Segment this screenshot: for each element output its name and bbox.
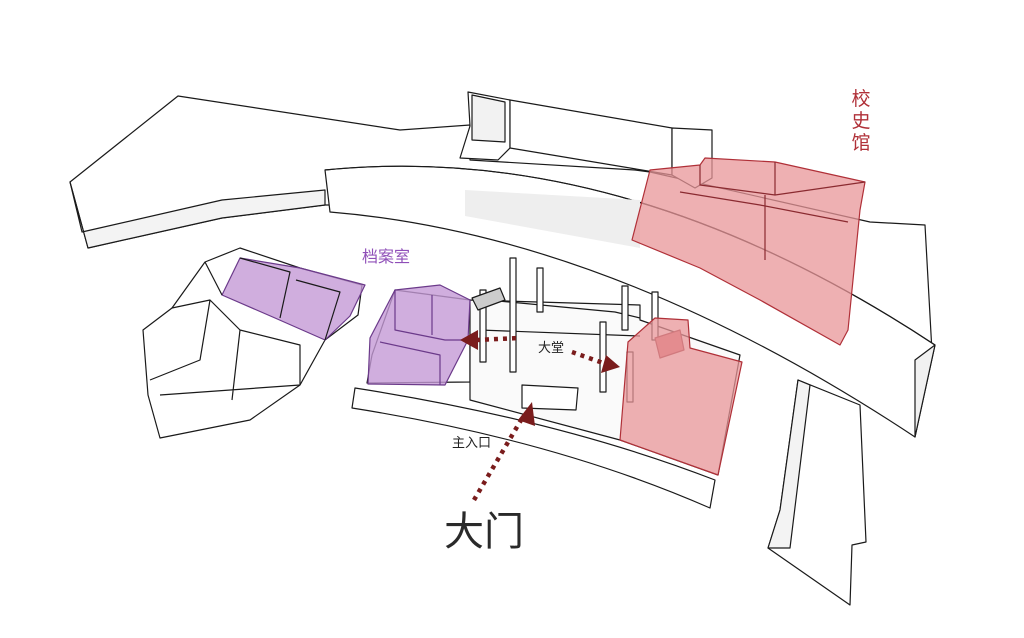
history-museum-char-1: 校 [851, 88, 871, 110]
gate-label: 大门 [444, 509, 524, 555]
main-entrance-door [521, 384, 579, 411]
stair-tower-left-side [471, 94, 506, 143]
lobby-post-3 [621, 285, 629, 331]
history-museum-front-block [619, 317, 743, 476]
history-museum-char-3: 馆 [851, 132, 871, 154]
lobby-arrow-head-left [460, 330, 478, 350]
left-building-inner [149, 257, 341, 401]
archive-room-label: 档案室 [362, 247, 411, 266]
history-museum-char-2: 史 [851, 110, 871, 132]
history-museum-roof [679, 162, 866, 260]
main-entrance-label: 主入口 [452, 436, 492, 451]
corridor-end-face [914, 344, 936, 438]
lobby-arrow-head-right [601, 355, 620, 373]
stair-left [471, 287, 506, 311]
corridor-glass-band [465, 190, 640, 248]
lobby-post-6 [599, 321, 607, 393]
lobby-post-2 [536, 267, 544, 313]
north-wing-front-face [69, 181, 326, 249]
archive-room-right-lines [379, 290, 468, 385]
lobby-beam [479, 299, 641, 337]
east-slab-face [767, 379, 811, 549]
history-museum-block [631, 157, 866, 346]
entrance-arrow-line [472, 413, 526, 502]
front-hall-curved-wall [351, 387, 716, 509]
history-museum-label: 校 史 馆 [850, 88, 872, 154]
lobby-arrow-line-left [475, 335, 521, 343]
lobby-post-1 [509, 257, 517, 373]
lobby-label: 大堂 [538, 341, 565, 356]
archive-room-left [221, 257, 366, 341]
lobby-arrow-line-right [571, 349, 607, 367]
entrance-arrow-head [518, 402, 535, 426]
